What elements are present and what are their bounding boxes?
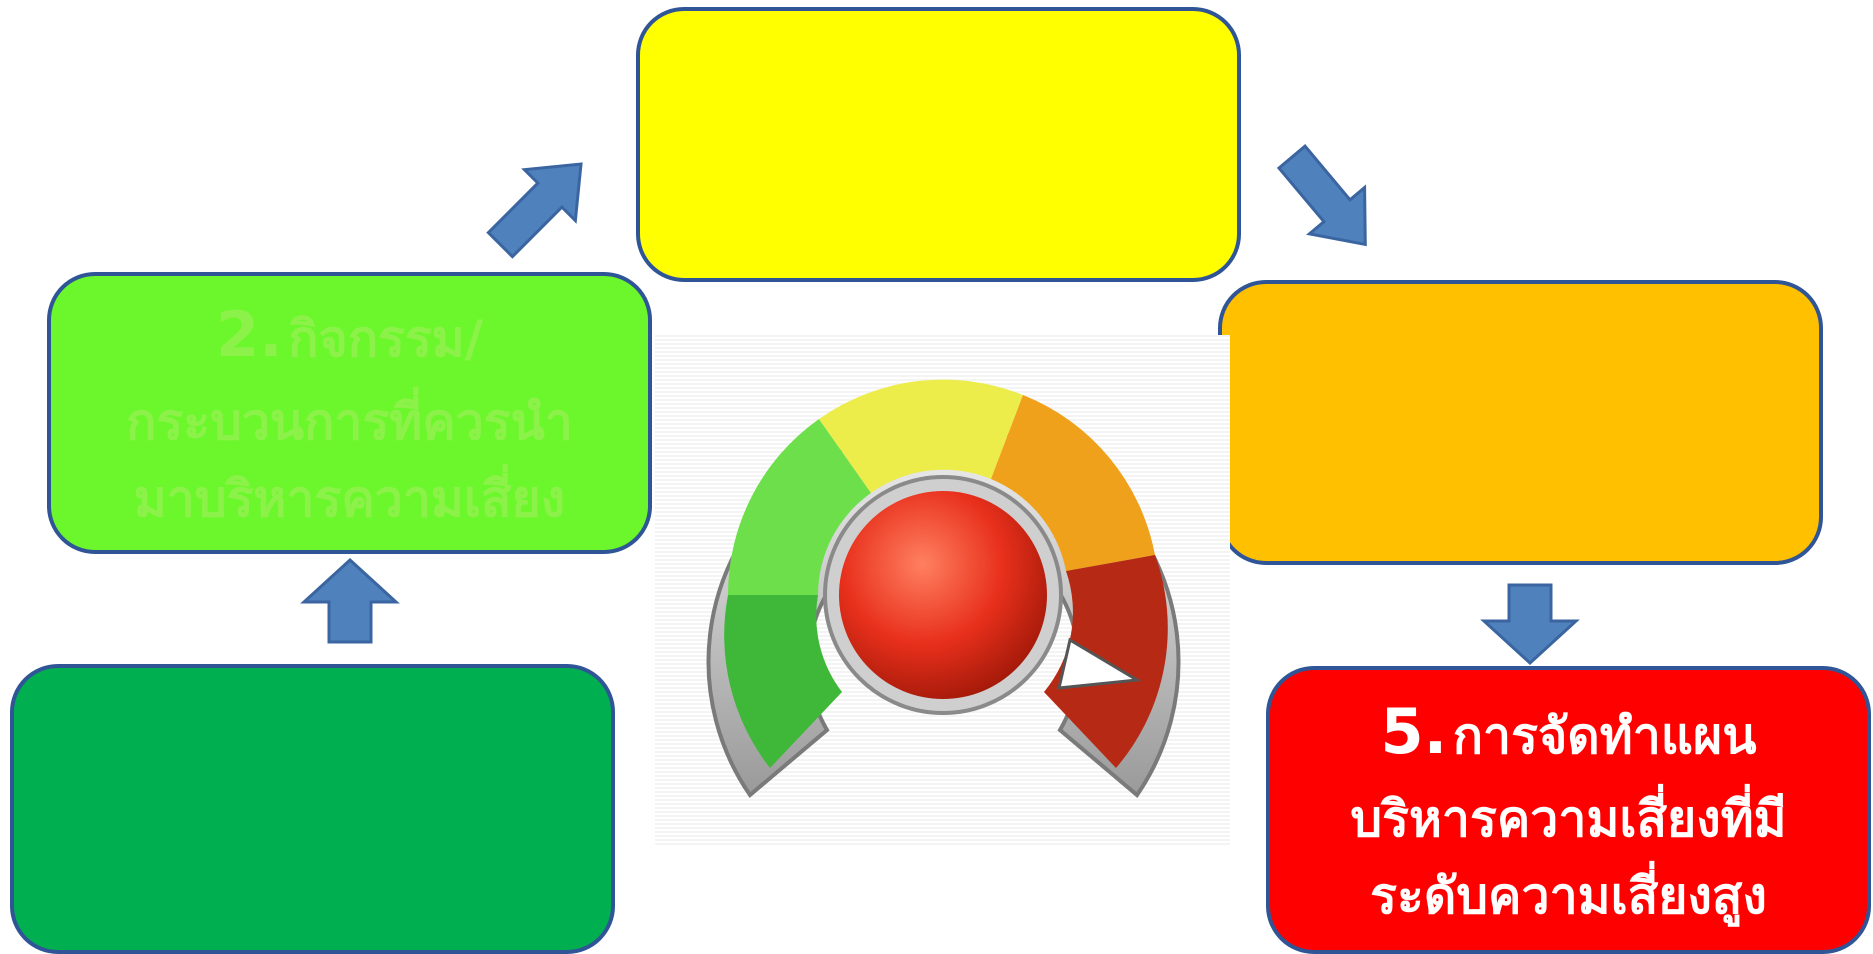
step-2-number: 2. <box>215 298 283 372</box>
arrow-down-right-icon <box>1276 144 1367 247</box>
step-5-label: การจัดทำแผนบริหารความเสี่ยงที่มีระดับควา… <box>1350 707 1787 926</box>
arrow-up-icon <box>300 558 400 644</box>
step-box-green <box>10 664 615 954</box>
step-5-text: 5. การจัดทำแผนบริหารความเสี่ยงที่มีระดับ… <box>1310 684 1827 935</box>
step-box-5: 5. การจัดทำแผนบริหารความเสี่ยงที่มีระดับ… <box>1266 666 1871 954</box>
step-box-yellow <box>636 7 1241 282</box>
arrow-down-icon <box>1480 583 1580 665</box>
step-box-orange <box>1218 280 1823 565</box>
step-box-2: 2. กิจกรรม/กระบวนการที่ควรนำมาบริหารความ… <box>47 272 652 554</box>
step-5-number: 5. <box>1380 695 1448 769</box>
step-2-label: กิจกรรม/กระบวนการที่ควรนำมาบริหารความเสี… <box>126 310 573 529</box>
arrow-up-right-icon <box>486 162 583 259</box>
step-2-text: 2. กิจกรรม/กระบวนการที่ควรนำมาบริหารความ… <box>91 287 608 538</box>
risk-gauge-icon <box>655 335 1230 845</box>
